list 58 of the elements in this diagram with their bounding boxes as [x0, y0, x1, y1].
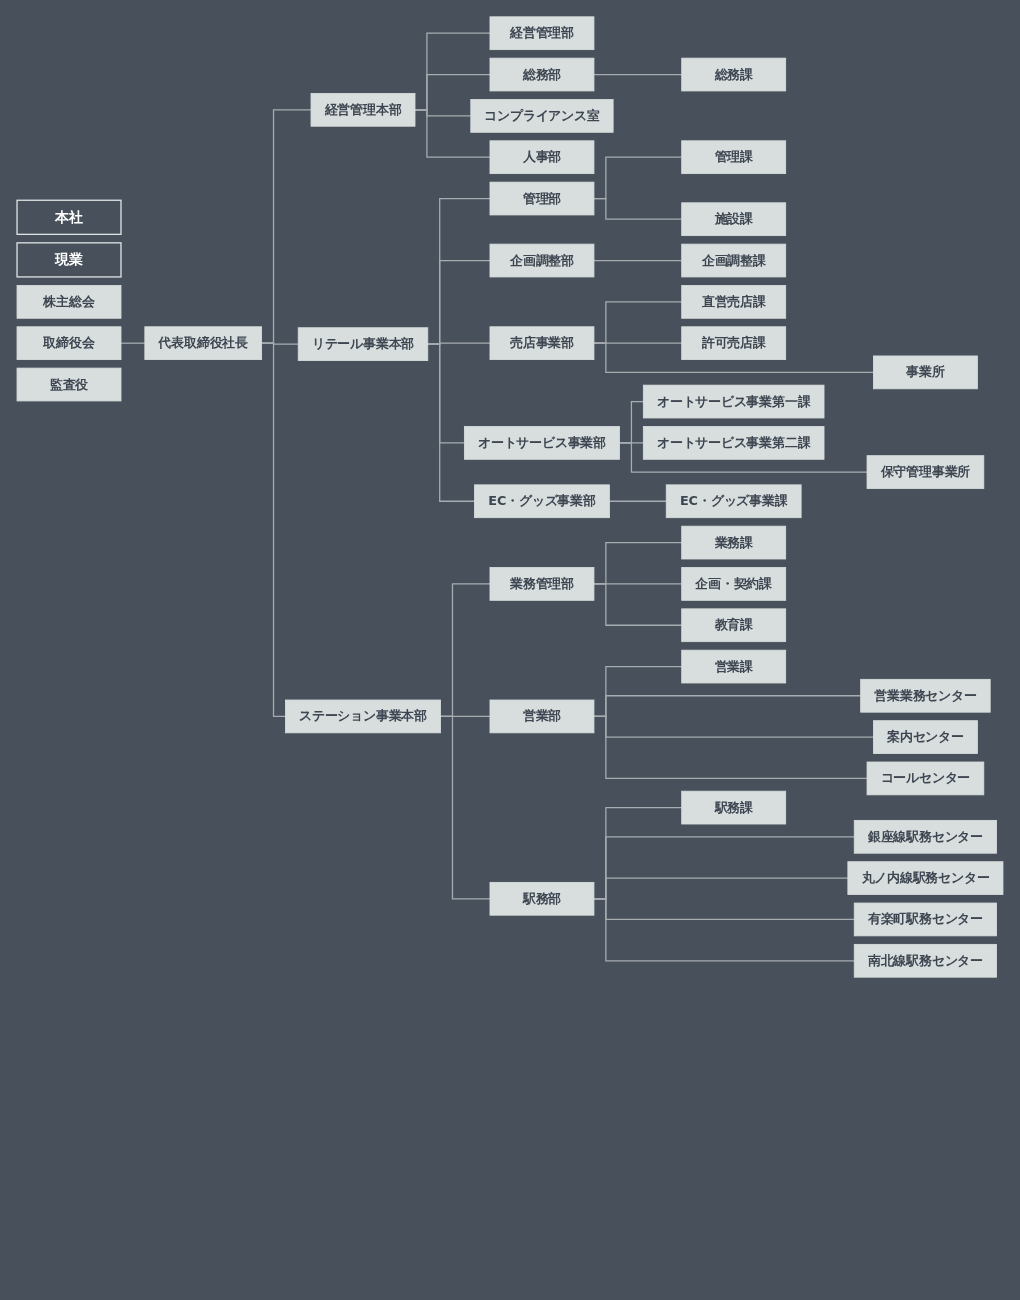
connector-line [260, 342, 287, 718]
org-unit-box: 許可売店課 [681, 326, 787, 360]
org-unit-box: 案内センター [873, 720, 978, 754]
org-unit-box: コールセンター [866, 761, 985, 796]
org-unit-box: EC・グッズ事業部 [474, 484, 610, 519]
column-header: 本社 [16, 199, 122, 235]
org-unit-box: 代表取締役社長 [144, 326, 263, 360]
org-unit-box: 営業部 [489, 699, 595, 734]
org-unit-box: 企画調整課 [681, 243, 787, 278]
connector-line [593, 197, 683, 220]
connector-line [593, 73, 683, 76]
org-unit-box: リテール事業本部 [297, 327, 429, 361]
org-unit-box: ステーション事業本部 [285, 699, 441, 734]
org-unit-box: コンプライアンス室 [470, 99, 614, 133]
connector-line [593, 583, 683, 626]
org-unit-box: 施設課 [681, 202, 787, 237]
org-unit-box: 教育課 [681, 608, 787, 643]
org-unit-box: 取締役会 [16, 326, 122, 360]
org-unit-box: 有楽町駅務センター [853, 902, 997, 937]
org-unit-box: 丸ノ内線駅務センター [847, 861, 1004, 895]
org-unit-box: オートサービス事業第一課 [642, 384, 825, 419]
column-header: 現業 [16, 242, 122, 278]
connector-line [618, 442, 868, 473]
org-unit-box: 南北線駅務センター [853, 943, 997, 978]
org-unit-box: 経営管理本部 [310, 92, 416, 127]
connector-line [593, 342, 875, 373]
org-unit-box: 直営売店課 [681, 285, 787, 319]
org-unit-box: 人事部 [489, 140, 595, 175]
org-unit-box: 管理課 [681, 140, 787, 175]
org-unit-box: 駅務部 [489, 881, 595, 916]
org-unit-box: 保守管理事業所 [866, 455, 985, 489]
org-unit-box: オートサービス事業部 [464, 426, 620, 460]
org-unit-box: 事業所 [873, 355, 978, 390]
org-unit-box: 株主総会 [16, 285, 122, 319]
connector-line [414, 109, 491, 158]
org-unit-box: 管理部 [489, 181, 595, 216]
org-unit-box: 経営管理部 [489, 16, 595, 51]
connector-line [439, 715, 491, 900]
org-unit-box: 営業課 [681, 649, 787, 684]
org-unit-box: 企画・契約課 [681, 567, 787, 601]
org-unit-box: 銀座線駅務センター [853, 819, 997, 854]
org-unit-box: 企画調整部 [489, 243, 595, 278]
connector-line [427, 343, 476, 502]
org-unit-box: 駅務課 [681, 790, 787, 825]
org-unit-box: オートサービス事業第二課 [642, 426, 825, 460]
org-unit-box: 総務課 [681, 57, 787, 92]
org-unit-box: 業務課 [681, 525, 787, 560]
connector-line [593, 715, 868, 780]
connector-line [608, 500, 667, 502]
org-unit-box: EC・グッズ事業課 [665, 484, 802, 519]
org-unit-box: 営業業務センター [860, 678, 991, 713]
connector-line [593, 898, 855, 962]
org-unit-box: 監査役 [16, 367, 122, 402]
org-unit-box: 売店事業部 [489, 326, 595, 360]
connector-line [593, 259, 683, 262]
connector-line [120, 342, 146, 344]
org-unit-box: 総務部 [489, 57, 595, 92]
org-unit-box: 業務管理部 [489, 567, 595, 601]
